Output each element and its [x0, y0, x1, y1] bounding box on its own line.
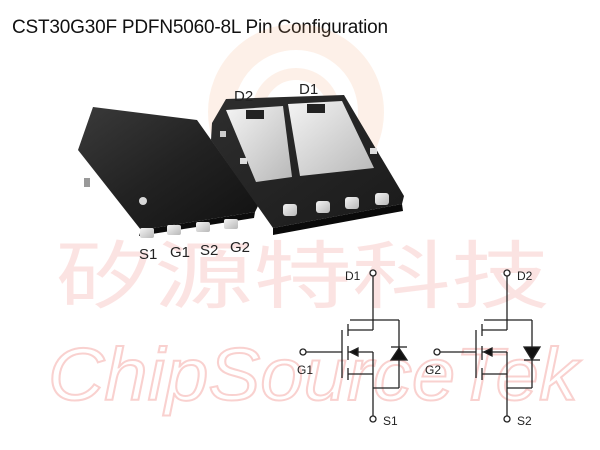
terminal-drain-1: [369, 269, 377, 277]
terminal-source-1: [369, 415, 377, 423]
channel-arrow: [482, 346, 493, 358]
pin1-dot: [139, 197, 147, 205]
pad-label-d2: D2: [234, 88, 253, 105]
label-d1: D1: [345, 269, 361, 283]
pad-d1-notch: [307, 104, 325, 113]
package-top-view: S1 G1 S2 G2: [78, 107, 258, 263]
top-pin-pads: [140, 219, 238, 238]
mosfet-schematic-2: [433, 269, 542, 423]
terminal-source-2: [503, 415, 511, 423]
pad-label-d1: D1: [299, 81, 318, 98]
pad-tab: [370, 148, 377, 154]
terminal-gate-1: [299, 348, 307, 356]
pad-d2: [226, 106, 292, 182]
bottom-pin-pads: [283, 193, 389, 216]
label-g1: G1: [297, 363, 313, 377]
pin-pad: [224, 219, 238, 229]
pin-pad: [140, 228, 154, 238]
pin-pad: [375, 193, 389, 205]
terminal-gate-2: [433, 348, 441, 356]
channel-arrow: [348, 346, 359, 358]
label-s2: S2: [517, 414, 532, 428]
label-d2: D2: [517, 269, 533, 283]
pin-pad: [196, 222, 210, 232]
pad-d2-notch: [246, 110, 264, 119]
body-diode-1: [389, 346, 409, 361]
watermark-chinese: 矽源特科技: [55, 234, 550, 320]
pin-pad: [316, 201, 330, 213]
page-title: CST30G30F PDFN5060-8L Pin Configuration: [12, 17, 388, 38]
pin-label-g2: G2: [230, 239, 250, 256]
pin-pad: [167, 225, 181, 235]
package-bottom-edge: [273, 204, 403, 235]
package-top-body: [78, 107, 258, 230]
pin-label-s2: S2: [200, 242, 218, 259]
pad-d1: [288, 101, 374, 176]
package-bottom-view: D2 D1: [211, 81, 404, 235]
label-s1: S1: [383, 414, 398, 428]
pad-tab: [240, 158, 247, 164]
pad-tab: [220, 131, 226, 137]
label-g2: G2: [425, 363, 441, 377]
body-diode-2: [522, 346, 542, 362]
pin-label-s1: S1: [139, 246, 157, 263]
side-lead: [84, 178, 90, 187]
pin-pad: [283, 204, 297, 216]
pin-label-g1: G1: [170, 244, 190, 261]
pin-pad: [345, 197, 359, 209]
mosfet-schematic-1: [299, 269, 409, 423]
terminal-drain-2: [503, 269, 511, 277]
